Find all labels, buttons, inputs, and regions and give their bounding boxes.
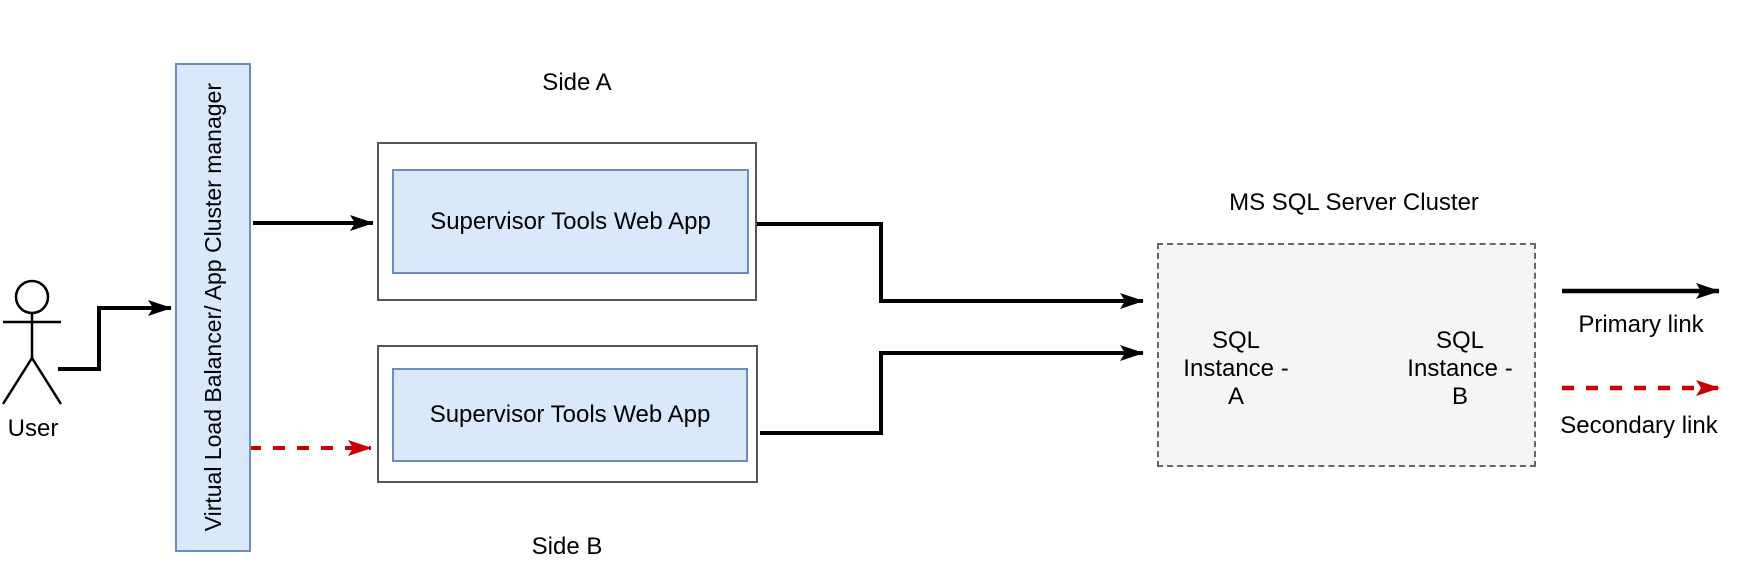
side-b-web-app-label: Supervisor Tools Web App bbox=[429, 401, 711, 428]
legend-primary-link-label: Primary link bbox=[1578, 311, 1704, 338]
side-a-web-app-label: Supervisor Tools Web App bbox=[430, 207, 711, 235]
link-user-to-load-balancer bbox=[58, 300, 172, 371]
user-label: User bbox=[7, 415, 59, 442]
sql-instance-b-label: SQL Instance - B bbox=[1407, 327, 1513, 410]
user-stick-figure-icon bbox=[1, 279, 63, 405]
legend-secondary-link-label: Secondary link bbox=[1560, 412, 1718, 439]
link-lb-to-side-b-secondary bbox=[247, 424, 372, 456]
link-side-a-to-cluster bbox=[757, 222, 1144, 309]
side-b-label: Side B bbox=[531, 533, 603, 560]
side-b-web-app-node: Supervisor Tools Web App bbox=[392, 368, 748, 462]
side-a-web-app-node: Supervisor Tools Web App bbox=[392, 169, 749, 274]
side-a-label: Side A bbox=[542, 69, 612, 96]
sql-cluster-title: MS SQL Server Cluster bbox=[1229, 189, 1479, 216]
load-balancer-label: Virtual Load Balancer/ App Cluster manag… bbox=[199, 83, 226, 532]
sql-instance-a-label: SQL Instance - A bbox=[1183, 327, 1289, 410]
sql-cluster-container bbox=[1157, 243, 1536, 467]
load-balancer-node: Virtual Load Balancer/ App Cluster manag… bbox=[175, 63, 251, 552]
link-side-b-to-cluster bbox=[760, 345, 1144, 435]
